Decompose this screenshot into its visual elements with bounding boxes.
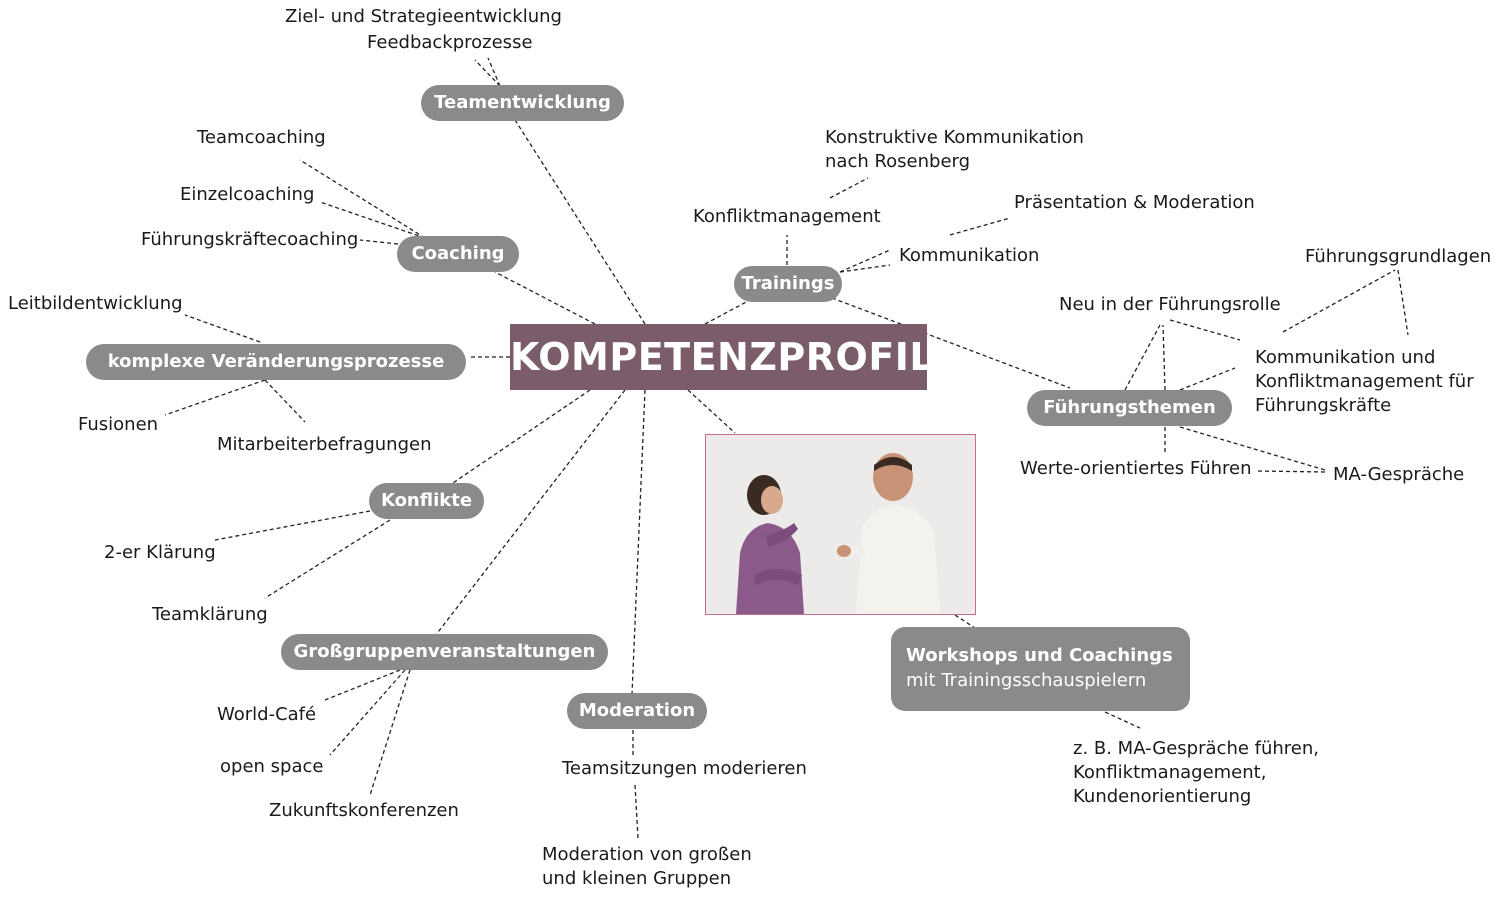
- workshop-subtitle: mit Trainingsschauspielern: [906, 670, 1147, 691]
- item-teamsitzungen: Teamsitzungen moderieren: [562, 758, 807, 779]
- item-kommkonf-line3: Führungskräfte: [1255, 395, 1392, 416]
- category-fuehrungsthemen: Führungsthemen: [1027, 390, 1232, 426]
- item-moderation-gruppen-line1: Moderation von großen: [542, 844, 752, 865]
- category-trainings: Trainings: [734, 266, 842, 302]
- item-kommkonf-line2: Konfliktmanagement für: [1255, 371, 1474, 392]
- workshop-box: Workshops und Coachings mit Trainingssch…: [891, 627, 1190, 711]
- item-konfliktmanagement: Konfliktmanagement: [693, 206, 881, 227]
- item-zukunftskonferenzen: Zukunftskonferenzen: [269, 800, 459, 821]
- item-feedback: Feedbackprozesse: [367, 32, 533, 53]
- item-kommkonf-line1: Kommunikation und: [1255, 347, 1436, 368]
- category-teamentwicklung: Teamentwicklung: [421, 85, 624, 121]
- item-konstruktiv-line1: Konstruktive Kommunikation: [825, 127, 1084, 148]
- category-veraenderungsprozesse: komplexe Veränderungsprozesse: [86, 344, 466, 380]
- item-neu-fuehrungsrolle: Neu in der Führungsrolle: [1059, 294, 1281, 315]
- workshop-title: Workshops und Coachings: [906, 645, 1173, 666]
- item-ziel: Ziel- und Strategieentwicklung: [285, 6, 562, 27]
- item-werte-fuehren: Werte-orientiertes Führen: [1020, 458, 1252, 479]
- item-teamklaerung: Teamklärung: [152, 604, 268, 625]
- item-2er-klaerung: 2-er Klärung: [104, 542, 216, 563]
- category-konflikte: Konflikte: [369, 483, 484, 519]
- item-world-cafe: World-Café: [217, 704, 317, 725]
- category-moderation: Moderation: [567, 693, 707, 729]
- item-teamcoaching: Teamcoaching: [197, 127, 326, 148]
- item-konstruktiv-line2: nach Rosenberg: [825, 151, 971, 172]
- item-moderation-gruppen-line2: und kleinen Gruppen: [542, 868, 732, 889]
- center-title: KOMPETENZPROFIL: [510, 324, 934, 390]
- item-ma-gespraeche: MA-Gespräche: [1333, 464, 1465, 485]
- item-open-space: open space: [220, 756, 324, 777]
- item-zb-line3: Kundenorientierung: [1073, 786, 1252, 807]
- conversation-photo: [705, 434, 976, 615]
- category-coaching: Coaching: [397, 236, 519, 272]
- item-mitarbeiterbefragungen: Mitarbeiterbefragungen: [217, 434, 432, 455]
- item-praesentation: Präsentation & Moderation: [1014, 192, 1255, 213]
- item-fuehrungskraeftecoaching: Führungskräftecoaching: [141, 229, 359, 250]
- item-kommunikation: Kommunikation: [899, 245, 1040, 266]
- item-fusionen: Fusionen: [78, 414, 159, 435]
- item-zb-line2: Konfliktmanagement,: [1073, 762, 1267, 783]
- item-zb-line1: z. B. MA-Gespräche führen,: [1073, 738, 1320, 759]
- item-leitbild: Leitbildentwicklung: [8, 293, 183, 314]
- category-grossgruppen: Großgruppenveranstaltungen: [281, 634, 608, 670]
- item-einzelcoaching: Einzelcoaching: [180, 184, 315, 205]
- item-fuehrungsgrundlagen: Führungsgrundlagen: [1305, 246, 1492, 267]
